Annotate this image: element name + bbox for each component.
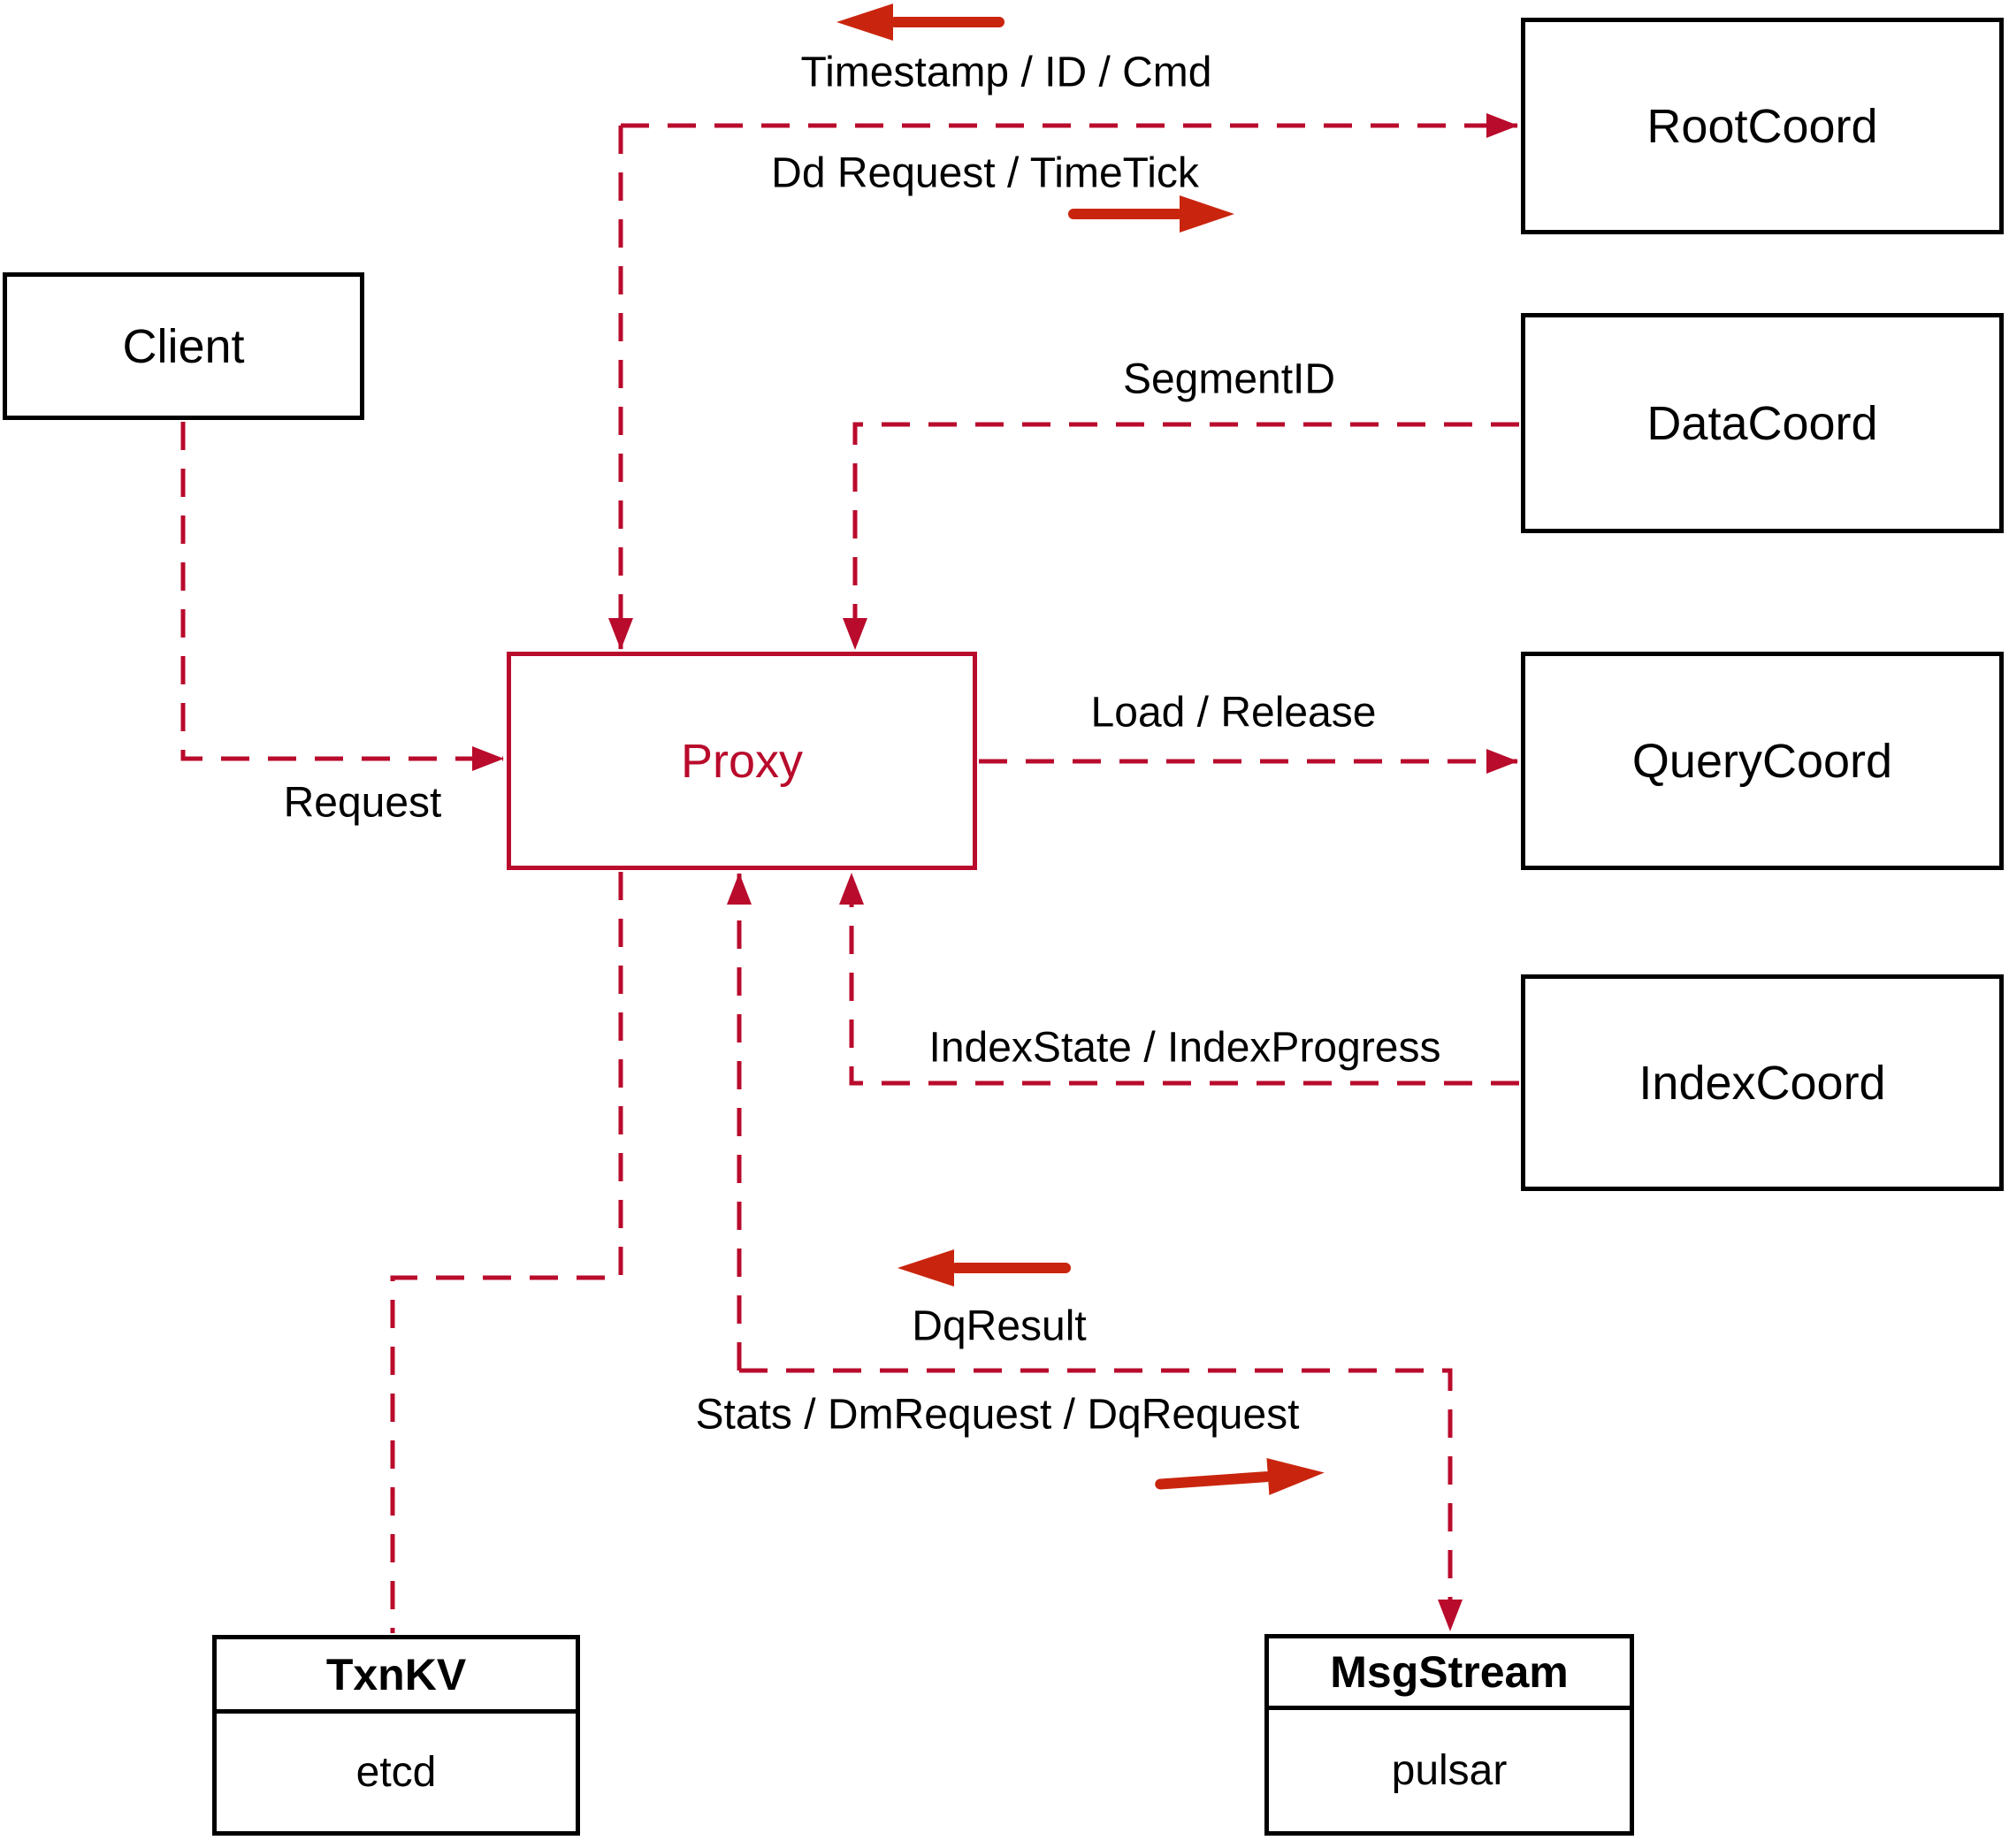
node-msgstream: MsgStream pulsar — [1264, 1634, 1634, 1836]
node-indexcoord-label: IndexCoord — [1639, 1056, 1886, 1110]
edge-label-load-release: Load / Release — [1090, 689, 1377, 737]
edge-label-stats-dmrequest-dqrequest: Stats / DmRequest / DqRequest — [695, 1391, 1300, 1439]
node-rootcoord-label: RootCoord — [1646, 99, 1878, 153]
node-querycoord: QueryCoord — [1521, 652, 2004, 870]
node-proxy-label: Proxy — [680, 734, 804, 788]
edge-label-dqresult: DqResult — [912, 1302, 1087, 1350]
node-datacoord: DataCoord — [1521, 313, 2004, 533]
edge-label-request: Request — [283, 779, 442, 827]
edge-proxy-to-txnkv — [390, 872, 623, 1633]
node-proxy: Proxy — [507, 652, 977, 870]
node-indexcoord: IndexCoord — [1521, 974, 2004, 1191]
node-msgstream-impl: pulsar — [1391, 1747, 1508, 1794]
edge-label-segment-id: SegmentID — [1122, 355, 1336, 403]
arrow-right-stats-icon — [1155, 1458, 1325, 1495]
node-txnkv-title: TxnKV — [217, 1639, 576, 1714]
edge-label-timestamp-id-cmd: Timestamp / ID / Cmd — [800, 49, 1212, 96]
edge-client-to-proxy — [180, 422, 504, 771]
node-client-label: Client — [122, 319, 245, 373]
edge-proxy-to-msgstream — [739, 1368, 1463, 1631]
node-datacoord-label: DataCoord — [1646, 396, 1878, 450]
edge-datacoord-to-proxy — [843, 422, 1519, 650]
node-txnkv: TxnKV etcd — [212, 1635, 580, 1836]
node-querycoord-label: QueryCoord — [1631, 734, 1893, 788]
node-txnkv-impl: etcd — [355, 1749, 437, 1796]
node-rootcoord: RootCoord — [1521, 18, 2004, 234]
node-client: Client — [3, 272, 364, 420]
edge-label-indexstate-indexprogress: IndexState / IndexProgress — [928, 1024, 1441, 1072]
edge-label-dd-request-timetick: Dd Request / TimeTick — [771, 149, 1199, 197]
arrow-left-timestamp-icon — [836, 4, 1004, 41]
edge-indexcoord-to-proxy — [839, 873, 1519, 1086]
node-msgstream-title: MsgStream — [1269, 1638, 1630, 1710]
arrow-right-ddrequest-icon — [1068, 195, 1234, 233]
arrow-left-dqresult-icon — [898, 1249, 1071, 1287]
